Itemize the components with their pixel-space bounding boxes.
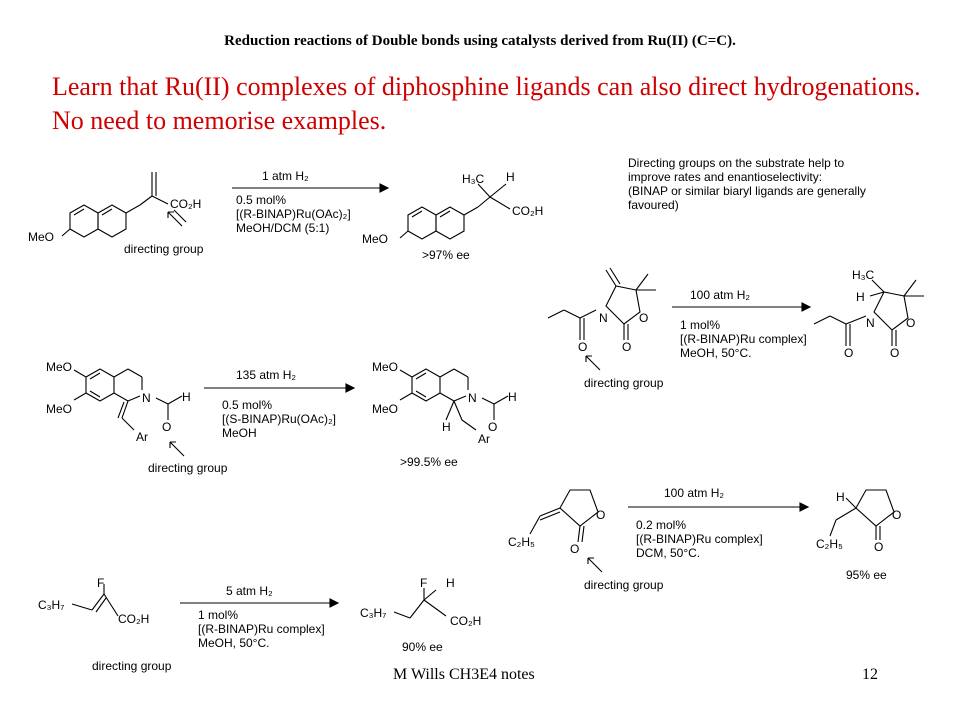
page-title: Reduction reactions of Double bonds usin…: [224, 33, 736, 49]
rxn4-sm-o-ring: O: [596, 508, 606, 522]
rxn1-ee: >97% ee: [422, 248, 470, 262]
rxn2-sm-o-carbonyl: O: [622, 340, 632, 354]
rxn2-prod-h3c: H₃C: [852, 268, 875, 282]
rxn4-starting-material: [529, 489, 603, 573]
rxn1-conditions: 0.5 mol% [(R-BINAP)Ru(OAc)₂] MeOH/DCM (5…: [236, 193, 351, 235]
rxn5-conditions: 1 mol% [(R-BINAP)Ru complex] MeOH, 50°C.: [198, 608, 325, 650]
rxn4-product: [829, 489, 895, 540]
directing-group-note: Directing groups on the substrate help t…: [628, 156, 866, 212]
rxn3-sm-h: H: [182, 390, 191, 404]
rxn4-sm-o-carbonyl: O: [570, 542, 580, 556]
rxn5-ee: 90% ee: [402, 640, 443, 654]
rxn4-prod-c2h5: C₂H₅: [816, 537, 843, 551]
rxn3-prod-o: O: [488, 420, 498, 434]
rxn3-prod-h-formyl: H: [508, 390, 517, 404]
footer-course-notes: M Wills CH3E4 notes: [393, 666, 535, 683]
rxn5-prod-co2h: CO₂H: [450, 614, 482, 628]
rxn5-prod-h: H: [446, 576, 455, 590]
rxn3-prod-h: H: [442, 420, 451, 434]
rxn5-prod-f: F: [420, 576, 428, 590]
rxn3-prod-ar: Ar: [478, 432, 490, 446]
rxn2-prod-h: H: [856, 290, 865, 304]
rxn2-sm-o-ring: O: [639, 311, 649, 325]
page-number: 12: [862, 666, 878, 683]
rxn3-product: [399, 368, 509, 431]
rxn3-prod-n: N: [468, 391, 477, 405]
rxn3-directing-group: directing group: [148, 461, 228, 475]
rxn5-sm-co2h: CO₂H: [118, 612, 150, 626]
rxn5-sm-f: F: [97, 576, 105, 590]
rxn2-prod-o-carbonyl: O: [890, 346, 900, 360]
rxn4-directing-group: directing group: [584, 578, 664, 592]
rxn2-prod-n: N: [866, 316, 875, 330]
rxn1-prod-co2h: CO₂H: [512, 204, 544, 218]
rxn1-starting-material: [61, 172, 187, 238]
rxn2-directing-group: directing group: [584, 376, 664, 390]
rxn4-ee: 95% ee: [846, 568, 887, 582]
rxn5-pressure: 5 atm H₂: [226, 584, 273, 598]
rxn1-product: [399, 183, 511, 240]
rxn3-sm-ar: Ar: [136, 430, 148, 444]
rxn5-sm-c3h7: C₃H₇: [38, 598, 65, 612]
rxn2-starting-material: [547, 267, 656, 371]
rxn2-sm-o-acyl: O: [578, 340, 588, 354]
rxn1-prod-meo: MeO: [362, 232, 389, 246]
rxn2-sm-n: N: [599, 311, 608, 325]
rxn2-conditions: 1 mol% [(R-BINAP)Ru complex] MeOH, 50°C.: [680, 318, 807, 360]
rxn3-ee: >99.5% ee: [400, 455, 458, 469]
rxn1-pressure: 1 atm H₂: [262, 169, 309, 183]
rxn3-sm-n: N: [142, 391, 151, 405]
rxn1-sm-meo: MeO: [28, 230, 55, 244]
rxn1-sm-co2h: CO₂H: [170, 197, 202, 211]
rxn4-conditions: 0.2 mol% [(R-BINAP)Ru complex] DCM, 50°C…: [636, 518, 763, 560]
rxn2-product: [813, 279, 924, 346]
intro-text: Learn that Ru(II) complexes of diphosphi…: [52, 72, 921, 135]
rxn5-starting-material: [71, 584, 119, 617]
rxn3-prod-meo-bottom: MeO: [372, 402, 399, 416]
rxn5-prod-c3h7: C₃H₇: [360, 606, 387, 620]
rxn4-prod-o-ring: O: [892, 508, 902, 522]
rxn4-sm-c2h5: C₂H₅: [508, 535, 535, 549]
rxn5-product: [393, 588, 447, 619]
rxn1-prod-h3c: H₃C: [462, 172, 485, 186]
rxn4-prod-h: H: [836, 490, 845, 504]
rxn3-starting-material: [73, 368, 185, 457]
rxn3-pressure: 135 atm H₂: [236, 368, 297, 382]
rxn3-conditions: 0.5 mol% [(S-BINAP)Ru(OAc)₂] MeOH: [222, 398, 336, 440]
rxn3-prod-meo-top: MeO: [372, 360, 399, 374]
rxn5-directing-group: directing group: [92, 659, 172, 673]
rxn2-prod-o-acyl: O: [844, 346, 854, 360]
rxn2-pressure: 100 atm H₂: [690, 288, 751, 302]
rxn3-sm-meo-bottom: MeO: [46, 402, 73, 416]
rxn4-prod-o-carbonyl: O: [874, 540, 884, 554]
rxn1-prod-h: H: [506, 170, 515, 184]
rxn3-sm-o: O: [162, 420, 172, 434]
rxn4-pressure: 100 atm H₂: [664, 486, 725, 500]
rxn3-sm-meo-top: MeO: [46, 360, 73, 374]
rxn2-prod-o-ring: O: [906, 316, 916, 330]
rxn1-directing-group: directing group: [124, 242, 204, 256]
